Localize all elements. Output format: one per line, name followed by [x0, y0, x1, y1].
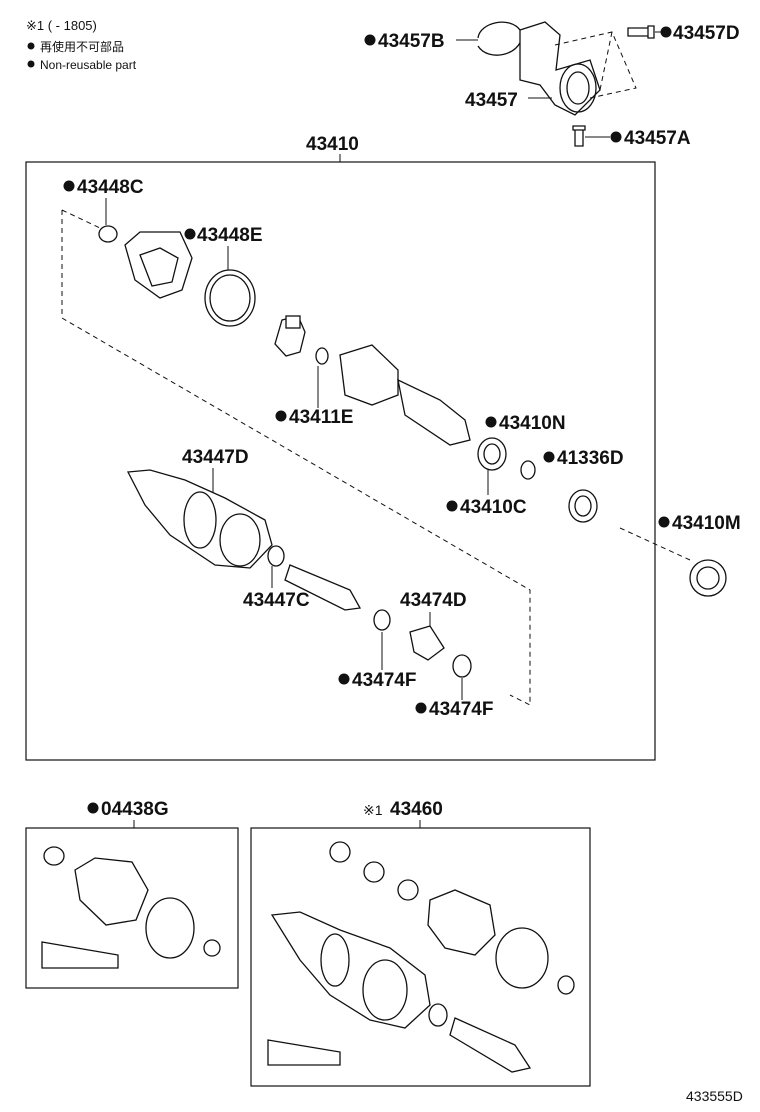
part-label-04438G[interactable]: 04438G	[101, 799, 169, 820]
ring-43474F-b	[452, 654, 472, 678]
legend-range-note: ※1 ( - 1805)	[26, 18, 97, 33]
part-label-43410[interactable]: 43410	[306, 134, 359, 155]
non-reusable-dot-icon	[660, 26, 672, 38]
part-label-43447D[interactable]: 43447D	[182, 447, 249, 468]
part-label-43410N[interactable]: 43410N	[499, 413, 566, 434]
part-label-43460-prefix: ※1	[363, 802, 383, 818]
part-label-43457[interactable]: 43457	[465, 90, 518, 111]
outboard-joint-boot-43447D	[126, 469, 273, 569]
part-label-43457A[interactable]: 43457A	[624, 128, 691, 149]
inboard-joint-group: 43448C 43448E 43411E 43410N 41336D 43410	[63, 177, 624, 523]
snap-ring-43410N	[520, 460, 536, 480]
bearing-bracket-group: 43457B 43457D 43457 43457A	[364, 21, 740, 149]
snap-ring-43457B	[477, 21, 523, 56]
non-reusable-dot-icon	[364, 34, 376, 46]
ring-43474F-a	[373, 609, 391, 631]
non-reusable-dot-icon	[184, 228, 196, 240]
snap-ring-43411E	[315, 347, 329, 365]
grease-tube-icon	[41, 941, 119, 969]
non-reusable-dot-icon	[275, 410, 287, 422]
non-reusable-dot-icon	[446, 500, 458, 512]
legend-en-text: Non-reusable part	[40, 58, 137, 72]
inboard-boot	[124, 231, 193, 299]
diagram-id: 433555D	[686, 1088, 743, 1104]
boot-kit-frame	[25, 827, 239, 989]
bolt-43457A	[572, 125, 586, 147]
seal-41336D	[568, 489, 598, 523]
part-label-43411E[interactable]: 43411E	[289, 407, 353, 428]
grease-tube-icon	[267, 1039, 341, 1066]
non-reusable-dot-icon	[87, 802, 99, 814]
outboard-shaft	[284, 564, 362, 611]
non-reusable-dot-icon	[415, 702, 427, 714]
part-label-43474F-b[interactable]: 43474F	[429, 699, 493, 720]
part-label-43474F-a[interactable]: 43474F	[352, 670, 416, 691]
bearing-43410C	[477, 437, 507, 471]
legend-jp-text: 再使用不可部品	[40, 39, 124, 54]
non-reusable-dot-icon	[27, 42, 35, 50]
non-reusable-dot-icon	[338, 673, 350, 685]
part-label-41336D[interactable]: 41336D	[557, 448, 624, 469]
non-reusable-dot-icon	[610, 131, 622, 143]
boot-clamp-43448E	[204, 269, 256, 327]
boot-kit-04438G: 04438G	[25, 799, 239, 989]
part-label-43448C[interactable]: 43448C	[77, 177, 144, 198]
bolt-43457D	[627, 25, 655, 39]
part-label-43457D[interactable]: 43457D	[673, 23, 740, 44]
legend: ※1 ( - 1805) 再使用不可部品 Non-reusable part	[26, 18, 137, 72]
dust-seal-group: 43410M	[619, 513, 741, 597]
drive-shaft-assembly-frame	[25, 161, 656, 761]
part-label-43460[interactable]: 43460	[390, 799, 443, 820]
part-label-43457B[interactable]: 43457B	[378, 31, 445, 52]
non-reusable-dot-icon	[485, 416, 497, 428]
part-label-43448E[interactable]: 43448E	[197, 225, 263, 246]
bearing-bracket-43457	[519, 21, 601, 116]
inboard-joint-housing	[339, 344, 399, 406]
outboard-joint-group: 43447D 43447C 43474D 43474F 43474F	[126, 447, 493, 720]
boot-clamp-43448C	[98, 225, 118, 243]
drive-shaft-kit-43460: ※1 43460	[250, 799, 591, 1087]
dust-seal-43410M	[689, 559, 727, 597]
inboard-shaft	[397, 378, 471, 446]
part-label-43474D[interactable]: 43474D	[400, 590, 467, 611]
part-label-43410C[interactable]: 43410C	[460, 497, 527, 518]
non-reusable-dot-icon	[658, 516, 670, 528]
part-label-43410M[interactable]: 43410M	[672, 513, 741, 534]
damper-43474D	[409, 625, 445, 661]
non-reusable-dot-icon	[27, 60, 35, 68]
non-reusable-dot-icon	[543, 451, 555, 463]
non-reusable-dot-icon	[63, 180, 75, 192]
boot-clamp-43447C	[267, 545, 285, 567]
drive-shaft-kit-frame	[250, 827, 591, 1087]
part-label-43447C[interactable]: 43447C	[243, 590, 310, 611]
